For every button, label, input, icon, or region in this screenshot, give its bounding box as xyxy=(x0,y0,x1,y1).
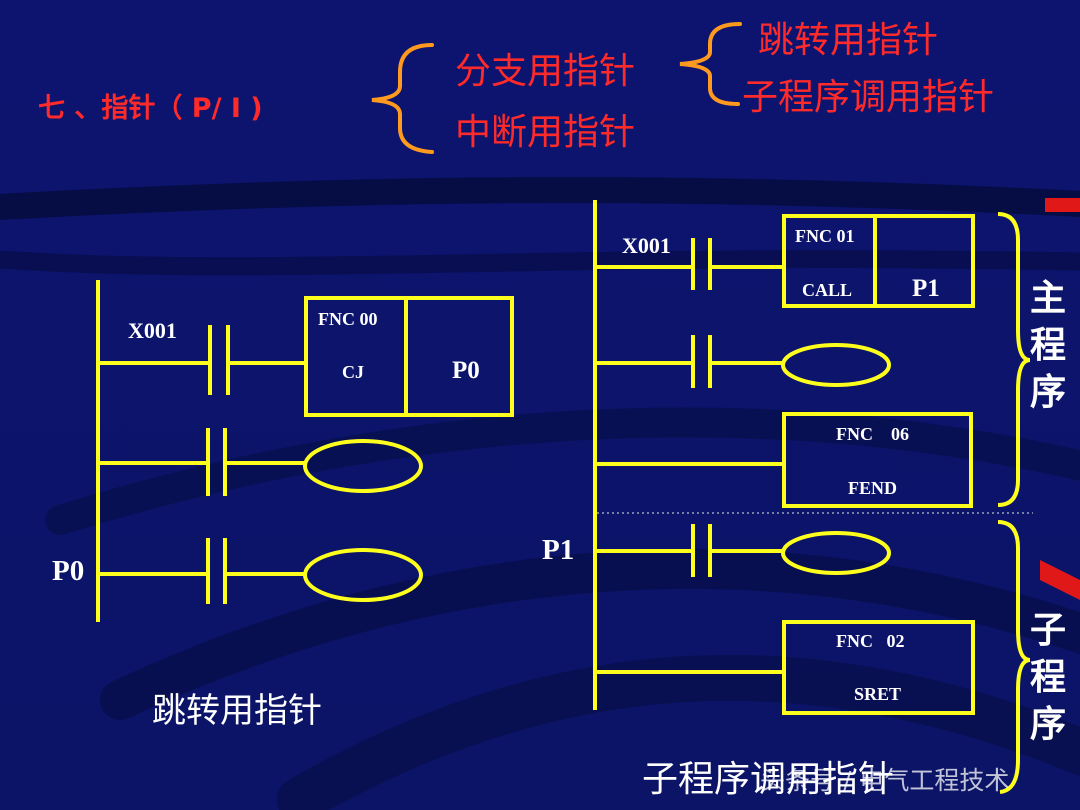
right-pointer-label: P1 xyxy=(542,534,575,566)
left-fnc-name: CJ xyxy=(342,362,364,382)
right-sret-code: FNC 02 xyxy=(836,631,905,651)
right-call-operand: P1 xyxy=(912,275,940,302)
left-operand: P0 xyxy=(452,357,480,384)
right-coil-1 xyxy=(781,343,891,387)
main-brace xyxy=(371,43,434,154)
main-program-brace xyxy=(997,212,1031,507)
left-fnc-code: FNC 00 xyxy=(318,309,378,329)
left-pointer-label: P0 xyxy=(52,555,85,587)
main-program-label-3: 序 xyxy=(1030,372,1067,413)
right-contact-label: X001 xyxy=(622,233,671,258)
sub-program-label-2: 程 xyxy=(1030,657,1067,698)
branch-pointer-label: 分支用指针 xyxy=(455,51,636,92)
right-call-box xyxy=(782,214,975,308)
section-title: 七 、指针（ P/ I ) xyxy=(38,93,263,124)
right-fend-name: FEND xyxy=(848,478,897,498)
subroutine-pointer-label: 子程序调用指针 xyxy=(742,77,995,118)
interrupt-pointer-label: 中断用指针 xyxy=(455,112,636,153)
branch-brace xyxy=(679,22,742,106)
sub-program-label-1: 子 xyxy=(1030,610,1067,651)
right-fend-code: FNC 06 xyxy=(836,424,909,444)
left-caption: 跳转用指针 xyxy=(152,691,322,731)
main-program-label-2: 程 xyxy=(1030,325,1067,366)
right-sret-name: SRET xyxy=(854,684,902,704)
sub-program-brace xyxy=(997,520,1031,794)
edge-accents xyxy=(1040,198,1080,600)
sub-program-label-3: 序 xyxy=(1030,704,1067,745)
left-contact-label: X001 xyxy=(128,318,177,343)
right-sret-box xyxy=(782,620,975,715)
watermark-text: 头条号 / 电气工程技术 xyxy=(760,766,1010,795)
right-fend-box xyxy=(782,412,973,508)
left-cj-box xyxy=(304,296,514,417)
right-caption: 子程序调用指针 xyxy=(642,759,895,800)
right-coil-2 xyxy=(781,531,891,575)
header-braces xyxy=(371,22,742,154)
left-coil-2 xyxy=(303,548,423,602)
right-call-code: FNC 01 xyxy=(795,226,855,246)
jump-pointer-label: 跳转用指针 xyxy=(758,20,939,61)
main-program-label-1: 主 xyxy=(1030,278,1067,319)
left-coil-1 xyxy=(303,439,423,493)
ladder-diagrams xyxy=(96,200,1031,794)
right-call-name: CALL xyxy=(802,280,853,300)
